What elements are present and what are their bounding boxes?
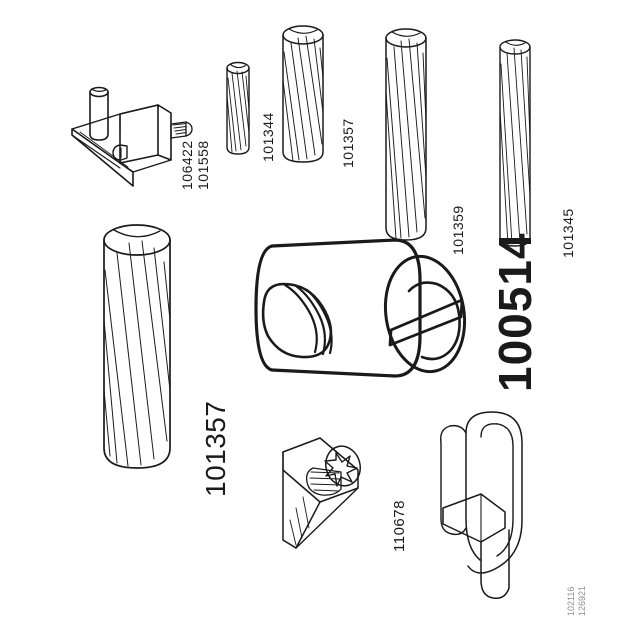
footer-code-top: 102116 <box>566 586 576 616</box>
dowel-icon-101357-large <box>103 224 171 469</box>
dowel-icon-101359 <box>385 28 427 241</box>
label-101345: 101345 <box>560 208 576 258</box>
bracket-screw-icon <box>282 437 361 549</box>
label-101359: 101359 <box>450 205 466 255</box>
label-100514: 100514 <box>489 232 541 393</box>
dowel-icon-101344 <box>226 61 250 155</box>
label-101357-large: 101357 <box>200 400 231 497</box>
hook-clip-icon <box>440 411 523 600</box>
label-101558: 101558 <box>195 140 211 190</box>
dowel-icon-101357-top <box>282 25 324 163</box>
label-110678: 110678 <box>391 500 408 552</box>
footer-code-bottom: 126921 <box>577 585 587 616</box>
label-101344: 101344 <box>260 112 276 162</box>
label-106422: 106422 <box>179 140 195 190</box>
bracket-pin-icon <box>71 86 193 187</box>
dowel-icon-101345 <box>499 39 531 247</box>
cam-lock-icon <box>254 238 467 378</box>
label-101357-top: 101357 <box>340 118 356 168</box>
